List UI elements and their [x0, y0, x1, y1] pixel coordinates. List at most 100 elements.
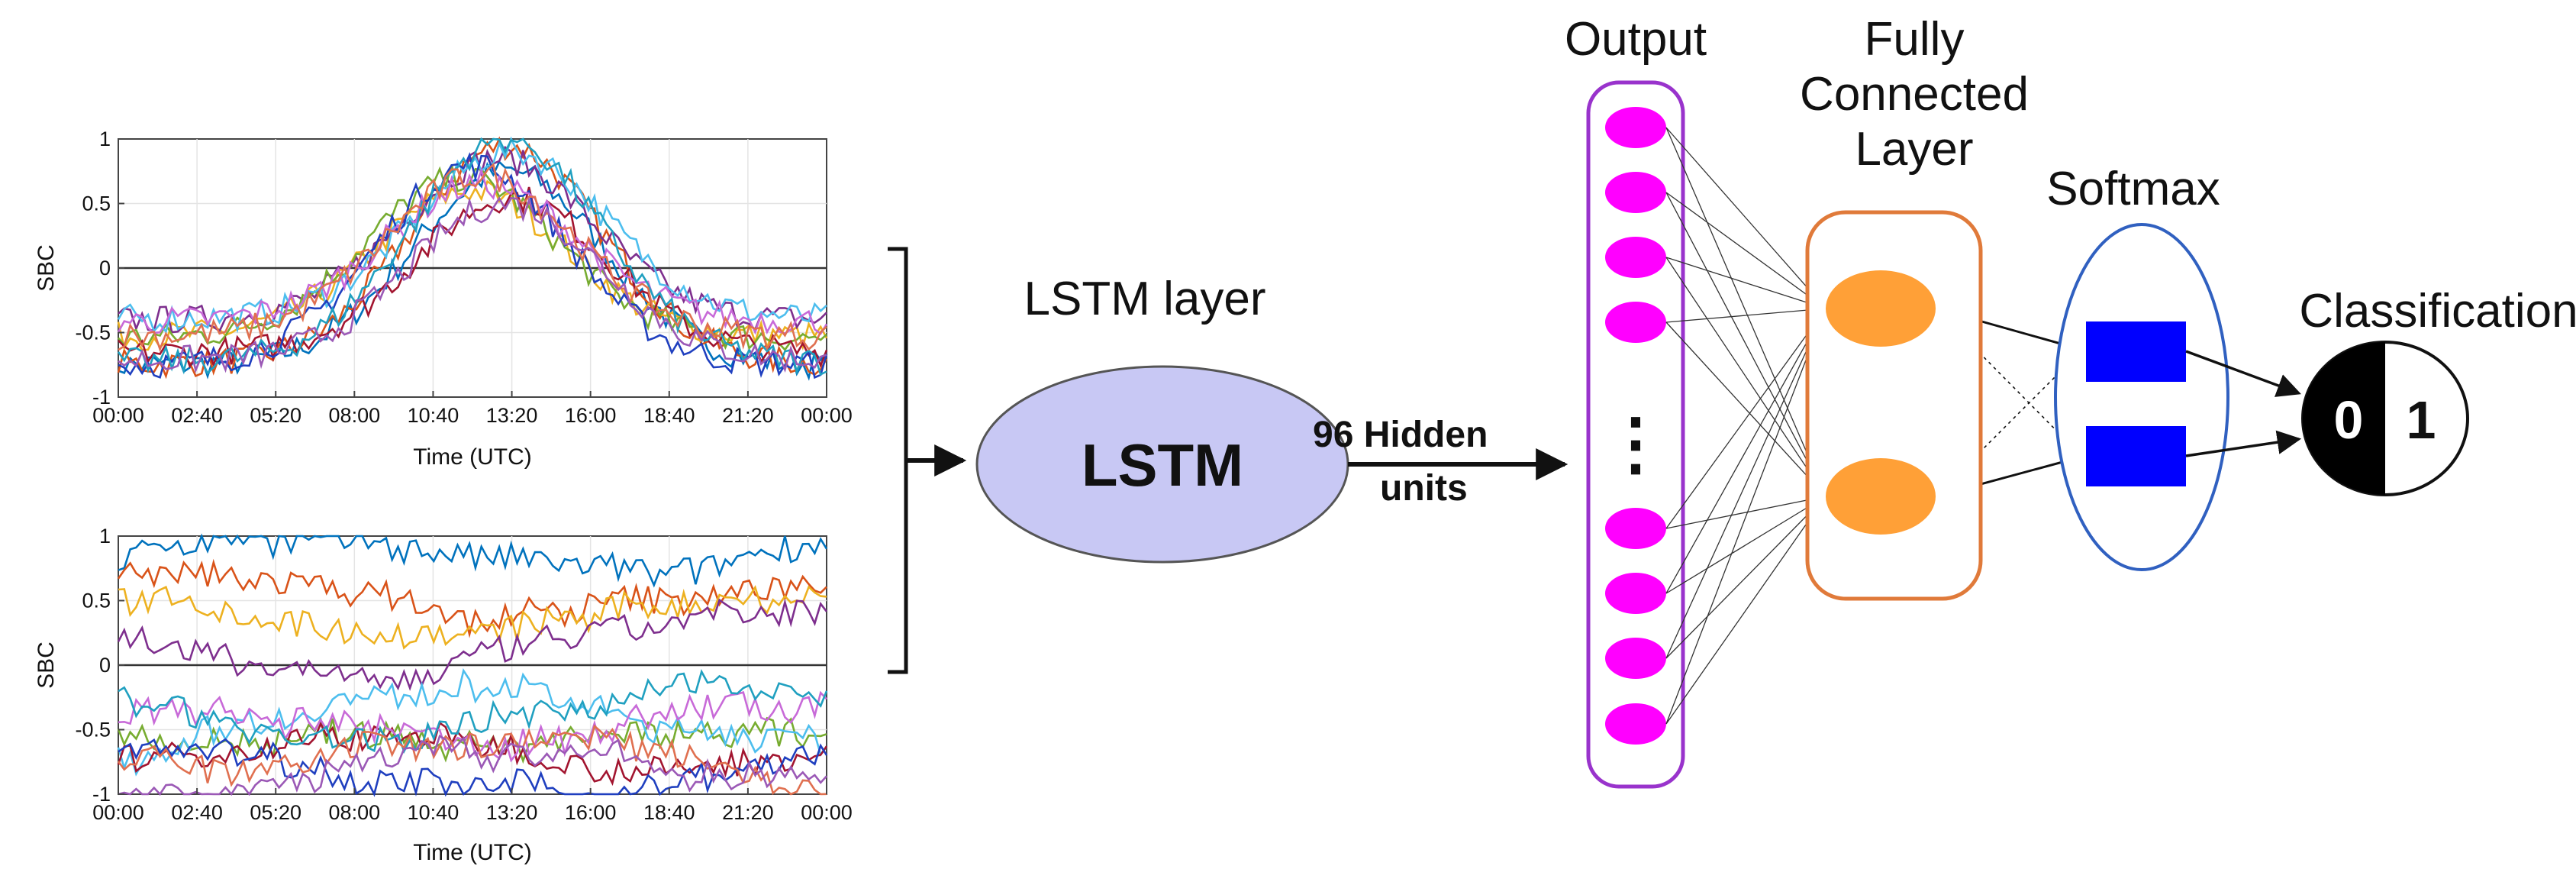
- connection-line: [1665, 308, 1826, 594]
- connection-line: [1665, 308, 1826, 725]
- series-line: [118, 196, 827, 373]
- x-tick-label: 00:00: [92, 801, 144, 824]
- connection-line: [1665, 127, 1826, 309]
- y-tick-label: 0: [99, 654, 111, 677]
- y-tick-label: 1: [99, 525, 111, 548]
- x-tick-label: 05:20: [250, 404, 301, 427]
- softmax-node: [2086, 426, 2186, 486]
- series-line: [118, 669, 828, 754]
- input-bracket: [888, 247, 908, 674]
- y-tick-label: -0.5: [75, 719, 111, 741]
- hidden-units-label-line2: units: [1380, 468, 1468, 509]
- connection-line: [1665, 257, 1826, 497]
- hidden-units-label-line1: 96 Hidden: [1313, 415, 1488, 455]
- x-tick-label: 02:40: [171, 801, 223, 824]
- output-node: [1605, 573, 1666, 614]
- connection-line: [1665, 308, 1826, 529]
- x-tick-label: 13:20: [486, 801, 538, 824]
- x-tick-label: 10:40: [408, 404, 459, 427]
- connection-line: [1665, 127, 1826, 497]
- x-tick-label: 16:00: [565, 801, 617, 824]
- class-zero-label: 0: [2334, 390, 2364, 450]
- series-lines: [117, 136, 828, 381]
- series-line: [118, 738, 828, 797]
- y-tick-label: 0.5: [82, 192, 111, 215]
- sbc-plot-bottom: -1 -0.5 0 0.5 1 00:00 02:40 05:20 08:00 10:40 13:…: [34, 525, 853, 865]
- output-node: [1605, 638, 1666, 679]
- x-tick-label: 18:40: [643, 404, 695, 427]
- lstm-node-label: LSTM: [1082, 431, 1243, 499]
- fc-node: [1826, 458, 1936, 535]
- x-tick-label: 02:40: [171, 404, 223, 427]
- y-axis-label: SBC: [34, 641, 59, 689]
- x-tick-label: 13:20: [486, 404, 538, 427]
- x-tick-label: 16:00: [565, 404, 617, 427]
- series-line: [117, 137, 827, 376]
- series-line: [117, 166, 828, 335]
- fc-node: [1826, 270, 1936, 347]
- connection-line: [1665, 257, 1826, 309]
- connection-line: [1665, 496, 1826, 594]
- y-tick-label: -1: [92, 386, 111, 409]
- connection-line: [1665, 496, 1826, 725]
- lstm-layer-heading: LSTM layer: [1024, 273, 1266, 325]
- x-tick-label: 00:00: [801, 801, 853, 824]
- connection-line: [1665, 496, 1826, 659]
- output-node: [1605, 302, 1666, 343]
- connection-line: [1665, 321, 1826, 497]
- series-line: [118, 152, 828, 380]
- softmax-to-class-arrow: [2185, 430, 2302, 457]
- y-axis-label: SBC: [34, 244, 59, 292]
- x-tick-label: 10:40: [408, 801, 459, 824]
- connection-line: [1665, 308, 1826, 323]
- class-zero-half: [2303, 342, 2385, 495]
- x-tick-label: 08:00: [329, 801, 381, 824]
- y-tick-label: -1: [92, 783, 111, 806]
- output-node: [1605, 703, 1666, 745]
- x-tick-label: 21:20: [722, 404, 774, 427]
- softmax-node: [2086, 321, 2186, 382]
- x-tick-label: 08:00: [329, 404, 381, 427]
- output-node: [1605, 107, 1666, 148]
- x-axis-label: Time (UTC): [413, 444, 532, 470]
- connection-line: [1665, 192, 1826, 497]
- x-tick-label: 00:00: [801, 404, 853, 427]
- y-tick-label: 0: [99, 257, 111, 279]
- output-ellipsis: ⋮: [1601, 406, 1670, 483]
- fc-layer-box: [1805, 210, 1983, 601]
- series-line: [117, 716, 827, 764]
- y-tick-label: 0.5: [82, 590, 111, 612]
- output-node: [1605, 172, 1666, 213]
- output-node: [1605, 237, 1666, 278]
- fc-label-line1: Fully: [1865, 13, 1965, 66]
- x-tick-label: 05:20: [250, 801, 301, 824]
- fc-label-line2: Connected: [1800, 68, 2029, 121]
- softmax-label: Softmax: [2046, 163, 2220, 215]
- classification-label: Classification: [2299, 285, 2576, 338]
- classification-output: 0 1: [2301, 341, 2469, 496]
- x-tick-label: 00:00: [92, 404, 144, 427]
- output-to-fc-connections: [1665, 127, 1826, 725]
- softmax-layer: [2054, 223, 2229, 571]
- y-tick-label: 1: [99, 128, 111, 150]
- fc-label-line3: Layer: [1855, 123, 1973, 176]
- x-tick-label: 21:20: [722, 801, 774, 824]
- output-label: Output: [1565, 13, 1707, 66]
- series-line: [118, 186, 828, 369]
- series-line: [118, 690, 827, 763]
- class-one-label: 1: [2407, 390, 2436, 450]
- series-line: [118, 585, 827, 650]
- softmax-to-class-arrow: [2185, 350, 2301, 397]
- output-node: [1605, 508, 1666, 549]
- series-line: [117, 598, 828, 691]
- connection-line: [1665, 308, 1826, 659]
- series-line: [118, 163, 827, 353]
- connection-line: [1665, 496, 1826, 529]
- series-line: [117, 558, 827, 638]
- series-line: [118, 533, 828, 588]
- series-lines: [117, 533, 828, 797]
- output-nodes: [1605, 107, 1666, 745]
- connection-line: [1665, 192, 1826, 309]
